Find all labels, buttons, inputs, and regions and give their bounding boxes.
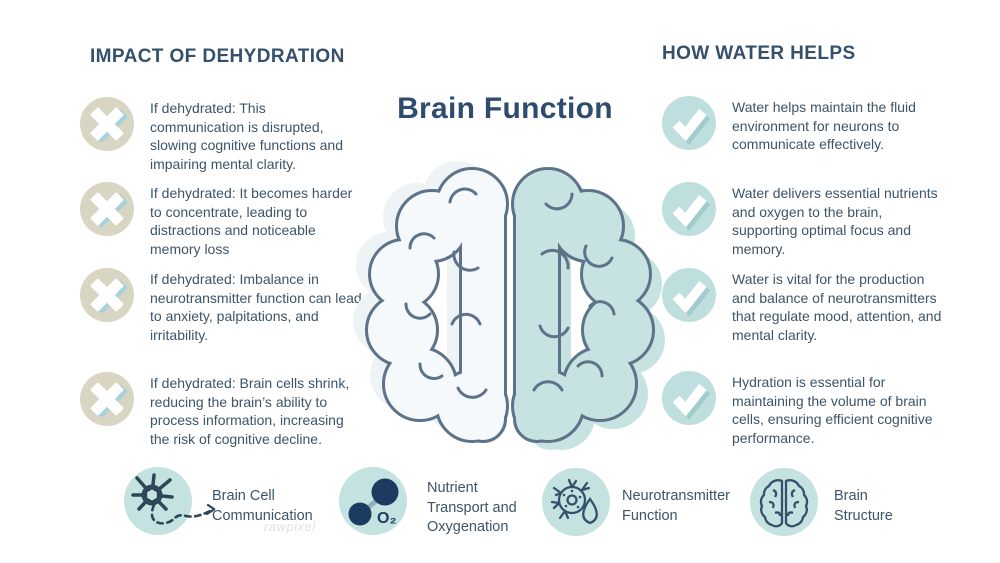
x-icon (80, 97, 134, 151)
dehydration-item-text: If dehydrated: It becomes harder to conc… (150, 185, 353, 257)
arrowhead-icon (205, 503, 216, 516)
legend-label: Brain Structure (834, 488, 893, 524)
legend-label: Brain Cell Communication (212, 488, 313, 524)
right-section-heading: HOW WATER HELPS (662, 43, 856, 64)
brain-top-view-icon (750, 468, 818, 536)
neurotransmitter-icon (542, 468, 610, 536)
water-benefit-item-text: Hydration is essential for maintaining t… (732, 374, 933, 446)
check-icon (662, 371, 716, 425)
legend-label: Nutrient Transport and Oxygenation (427, 480, 517, 536)
x-icon (80, 182, 134, 236)
watermark: rawpixel (264, 519, 316, 534)
brain-left-fill (368, 170, 506, 440)
list-item: If dehydrated: This communication is dis… (80, 97, 370, 173)
page-title: Brain Function (397, 92, 613, 125)
list-item: If dehydrated: It becomes harder to conc… (80, 182, 370, 258)
oxygen-molecule-icon: O₂ (339, 467, 407, 535)
list-item: Water is vital for the production and ba… (662, 268, 962, 344)
water-benefit-item-text: Water helps maintain the fluid environme… (732, 99, 916, 153)
brain-gyri-lines (404, 187, 616, 399)
legend-label: Neurotransmitter Function (622, 488, 730, 524)
dehydration-item-text: If dehydrated: Brain cells shrink, reduc… (150, 375, 350, 447)
check-icon (662, 96, 716, 150)
dehydration-item-text: If dehydrated: Imbalance in neurotransmi… (150, 271, 362, 343)
water-benefit-item-text: Water delivers essential nutrients and o… (732, 185, 938, 257)
o2-label: O₂ (377, 510, 397, 527)
brain-right-fill (514, 170, 652, 440)
dehydration-item-text: If dehydrated: This communication is dis… (150, 100, 344, 172)
neuron-icon (124, 467, 236, 535)
list-item: If dehydrated: Brain cells shrink, reduc… (80, 372, 370, 448)
check-icon (662, 268, 716, 322)
water-benefit-item-text: Water is vital for the production and ba… (732, 271, 942, 343)
left-section-heading: IMPACT OF DEHYDRATION (90, 46, 345, 67)
brain-illustration (353, 148, 665, 468)
list-item: If dehydrated: Imbalance in neurotransmi… (80, 268, 370, 344)
list-item: Hydration is essential for maintaining t… (662, 371, 962, 447)
check-icon (662, 182, 716, 236)
x-icon (80, 372, 134, 426)
list-item: Water helps maintain the fluid environme… (662, 96, 962, 154)
list-item: Water delivers essential nutrients and o… (662, 182, 962, 258)
x-icon (80, 268, 134, 322)
